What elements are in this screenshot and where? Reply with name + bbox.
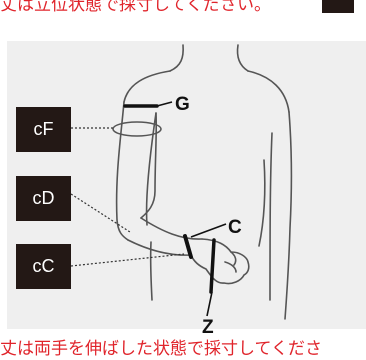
- hand-outline: [190, 238, 250, 285]
- wrist-marker: [183, 234, 193, 259]
- torso-left-waist-line: [149, 241, 153, 301]
- hand-length-marker: [209, 238, 216, 294]
- tag-cc: cC: [16, 244, 71, 289]
- shoulder-outline: [123, 70, 171, 103]
- forearm-lower-line: [127, 239, 192, 256]
- point-label-z: Z: [202, 317, 214, 338]
- right-side-outline: [284, 111, 293, 320]
- cd-leader-line: [70, 193, 131, 233]
- point-label-c: C: [228, 217, 242, 238]
- wrist-marker-leader: [190, 223, 227, 238]
- neck-right-line: [236, 44, 249, 72]
- arms-extended-measurement-note: 丈は両手を伸ばした状態で採寸してくださ: [0, 339, 322, 359]
- hand-finger-line: [224, 261, 237, 273]
- right-arm-inner-line: [258, 159, 266, 247]
- standing-measurement-note: 丈は立位状態で採寸してください。: [0, 0, 271, 15]
- upper-arm-outer-line: [115, 101, 129, 241]
- torso-left-line: [145, 112, 157, 226]
- neck-left-line: [169, 44, 184, 72]
- right-shoulder-outline: [247, 70, 290, 113]
- corner-dark-box: [322, 0, 354, 13]
- hand-thumb-line: [230, 251, 237, 266]
- tag-cd: cD: [16, 176, 71, 221]
- tag-cf: cF: [16, 107, 71, 152]
- torso-right-line: [269, 132, 273, 301]
- dotted-leaders: [70, 127, 185, 267]
- point-label-g: G: [175, 94, 190, 115]
- upper-arm-length-leader: [156, 101, 173, 107]
- cc-leader-line: [70, 253, 185, 267]
- body-outline: [115, 44, 293, 320]
- hand-marker-leader: [206, 291, 213, 317]
- upper-arm-circumference-guide: [112, 121, 162, 137]
